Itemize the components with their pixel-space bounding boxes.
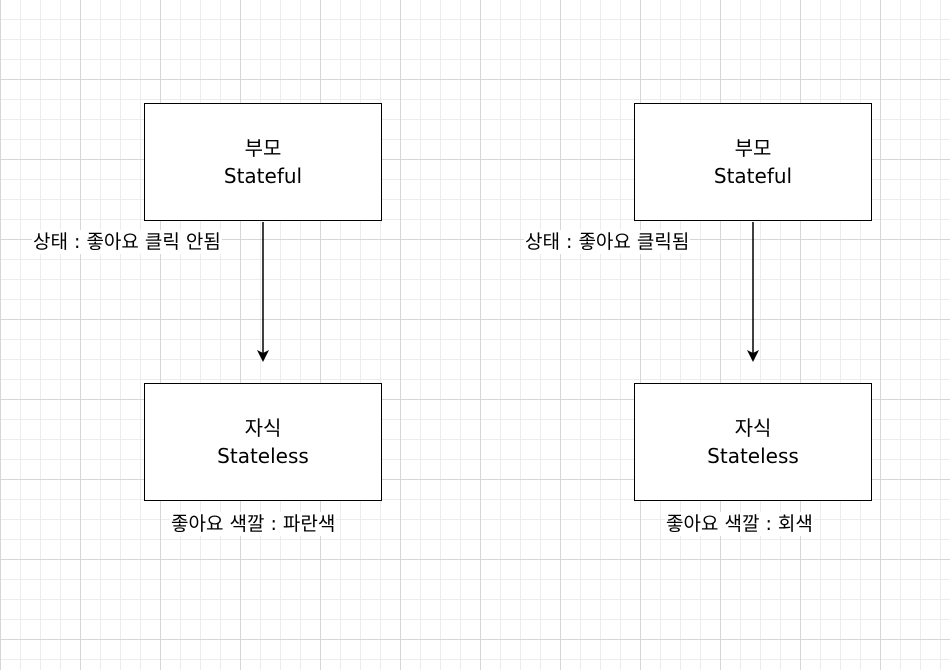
- right-color-label: 좋아요 색깔 : 회색: [665, 512, 814, 536]
- left-parent-subtitle: Stateful: [223, 164, 303, 188]
- right-parent-subtitle: Stateful: [713, 164, 793, 188]
- left-child-subtitle: Stateless: [217, 444, 309, 468]
- left-parent-title: 부모: [244, 136, 282, 160]
- right-child-box[interactable]: 자식 Stateless: [634, 383, 872, 501]
- right-child-subtitle: Stateless: [707, 444, 799, 468]
- right-child-title: 자식: [734, 416, 772, 440]
- right-parent-box[interactable]: 부모 Stateful: [634, 103, 872, 221]
- left-parent-box[interactable]: 부모 Stateful: [144, 103, 382, 221]
- left-child-title: 자식: [244, 416, 282, 440]
- left-state-label: 상태 : 좋아요 클릭 안됨: [32, 230, 222, 254]
- left-child-box[interactable]: 자식 Stateless: [144, 383, 382, 501]
- left-color-label: 좋아요 색깔 : 파란색: [170, 512, 337, 536]
- right-state-label: 상태 : 좋아요 클릭됨: [524, 230, 691, 254]
- right-parent-title: 부모: [734, 136, 772, 160]
